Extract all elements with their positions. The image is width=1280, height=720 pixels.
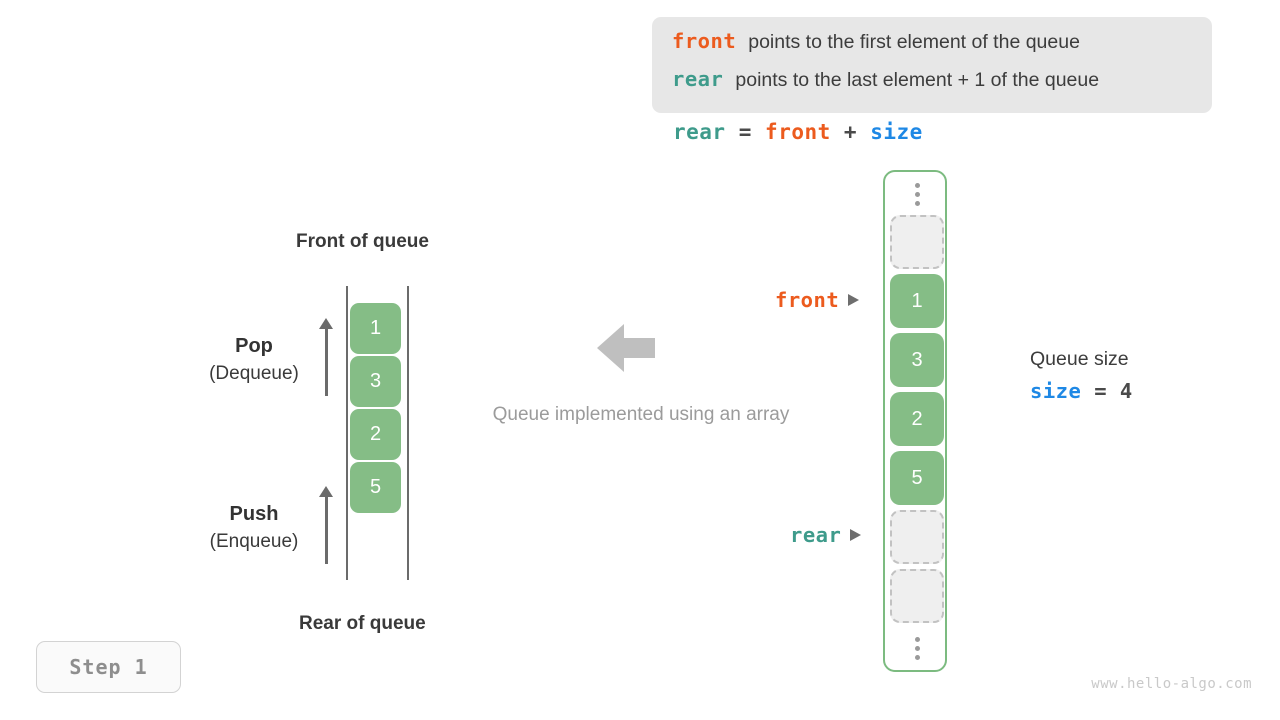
front-description: points to the first element of the queue [748,31,1080,53]
front-pointer-label: front [775,288,840,312]
top-ellipsis-icon [890,172,944,216]
array-slot-filled: 2 [890,392,944,446]
queue-cell: 2 [350,409,401,460]
push-label: Push [229,503,279,525]
pointer-triangle-icon [850,529,862,541]
array-slot-empty [890,569,944,623]
info-line-front: front points to the first element of the… [672,29,1192,67]
queue-rail-right [407,286,409,580]
size-equals: = [1094,379,1108,403]
queue-size-expression: size = 4 [1030,374,1133,408]
watermark: www.hello-algo.com [1091,676,1252,692]
size-value: 4 [1119,379,1133,403]
queue-rail-left [346,286,348,580]
step-badge: Step 1 [36,641,181,693]
pop-arrow-up-icon [315,318,339,396]
formula-size: size [870,120,923,144]
pop-operation-label: Pop (Dequeue) [194,332,314,388]
array-slot-empty [890,215,944,269]
formula-rear: rear [673,120,726,144]
rear-description: points to the last element + 1 of the qu… [735,69,1100,91]
rear-keyword: rear [672,67,724,91]
front-pointer: front [775,288,860,312]
formula-equals: = [738,120,752,144]
array-slot-filled: 1 [890,274,944,328]
array-slot-filled: 5 [890,451,944,505]
array-slot-filled: 3 [890,333,944,387]
push-operation-label: Push (Enqueue) [194,500,314,556]
queue-cell: 5 [350,462,401,513]
implementation-caption: Queue implemented using an array [492,404,790,425]
rear-pointer: rear [790,523,862,547]
bottom-ellipsis-icon [890,626,944,670]
rear-of-queue-label: Rear of queue [299,613,426,634]
info-line-rear: rear points to the last element + 1 of t… [672,67,1192,105]
pointer-explanation-box: front points to the first element of the… [652,17,1212,113]
front-of-queue-label: Front of queue [296,231,429,252]
array-slot-empty [890,510,944,564]
push-arrow-up-icon [315,486,339,564]
conceptual-queue-cells: 1 3 2 5 [350,303,401,515]
queue-cell: 1 [350,303,401,354]
queue-cell: 3 [350,356,401,407]
array-container: 1 3 2 5 [883,170,947,672]
formula-front: front [765,120,831,144]
pop-label: Pop [235,335,273,357]
queue-size-title: Queue size [1030,348,1129,370]
rear-pointer-label: rear [790,523,842,547]
size-keyword: size [1030,379,1082,403]
queue-size-note: Queue size size = 4 [1030,344,1133,408]
left-pointing-arrow-icon [597,323,655,373]
rear-formula: rear = front + size [673,120,923,144]
dequeue-label: (Dequeue) [209,363,299,384]
pointer-triangle-icon [848,294,860,306]
enqueue-label: (Enqueue) [209,531,299,552]
formula-plus: + [843,120,858,144]
front-keyword: front [672,29,737,53]
